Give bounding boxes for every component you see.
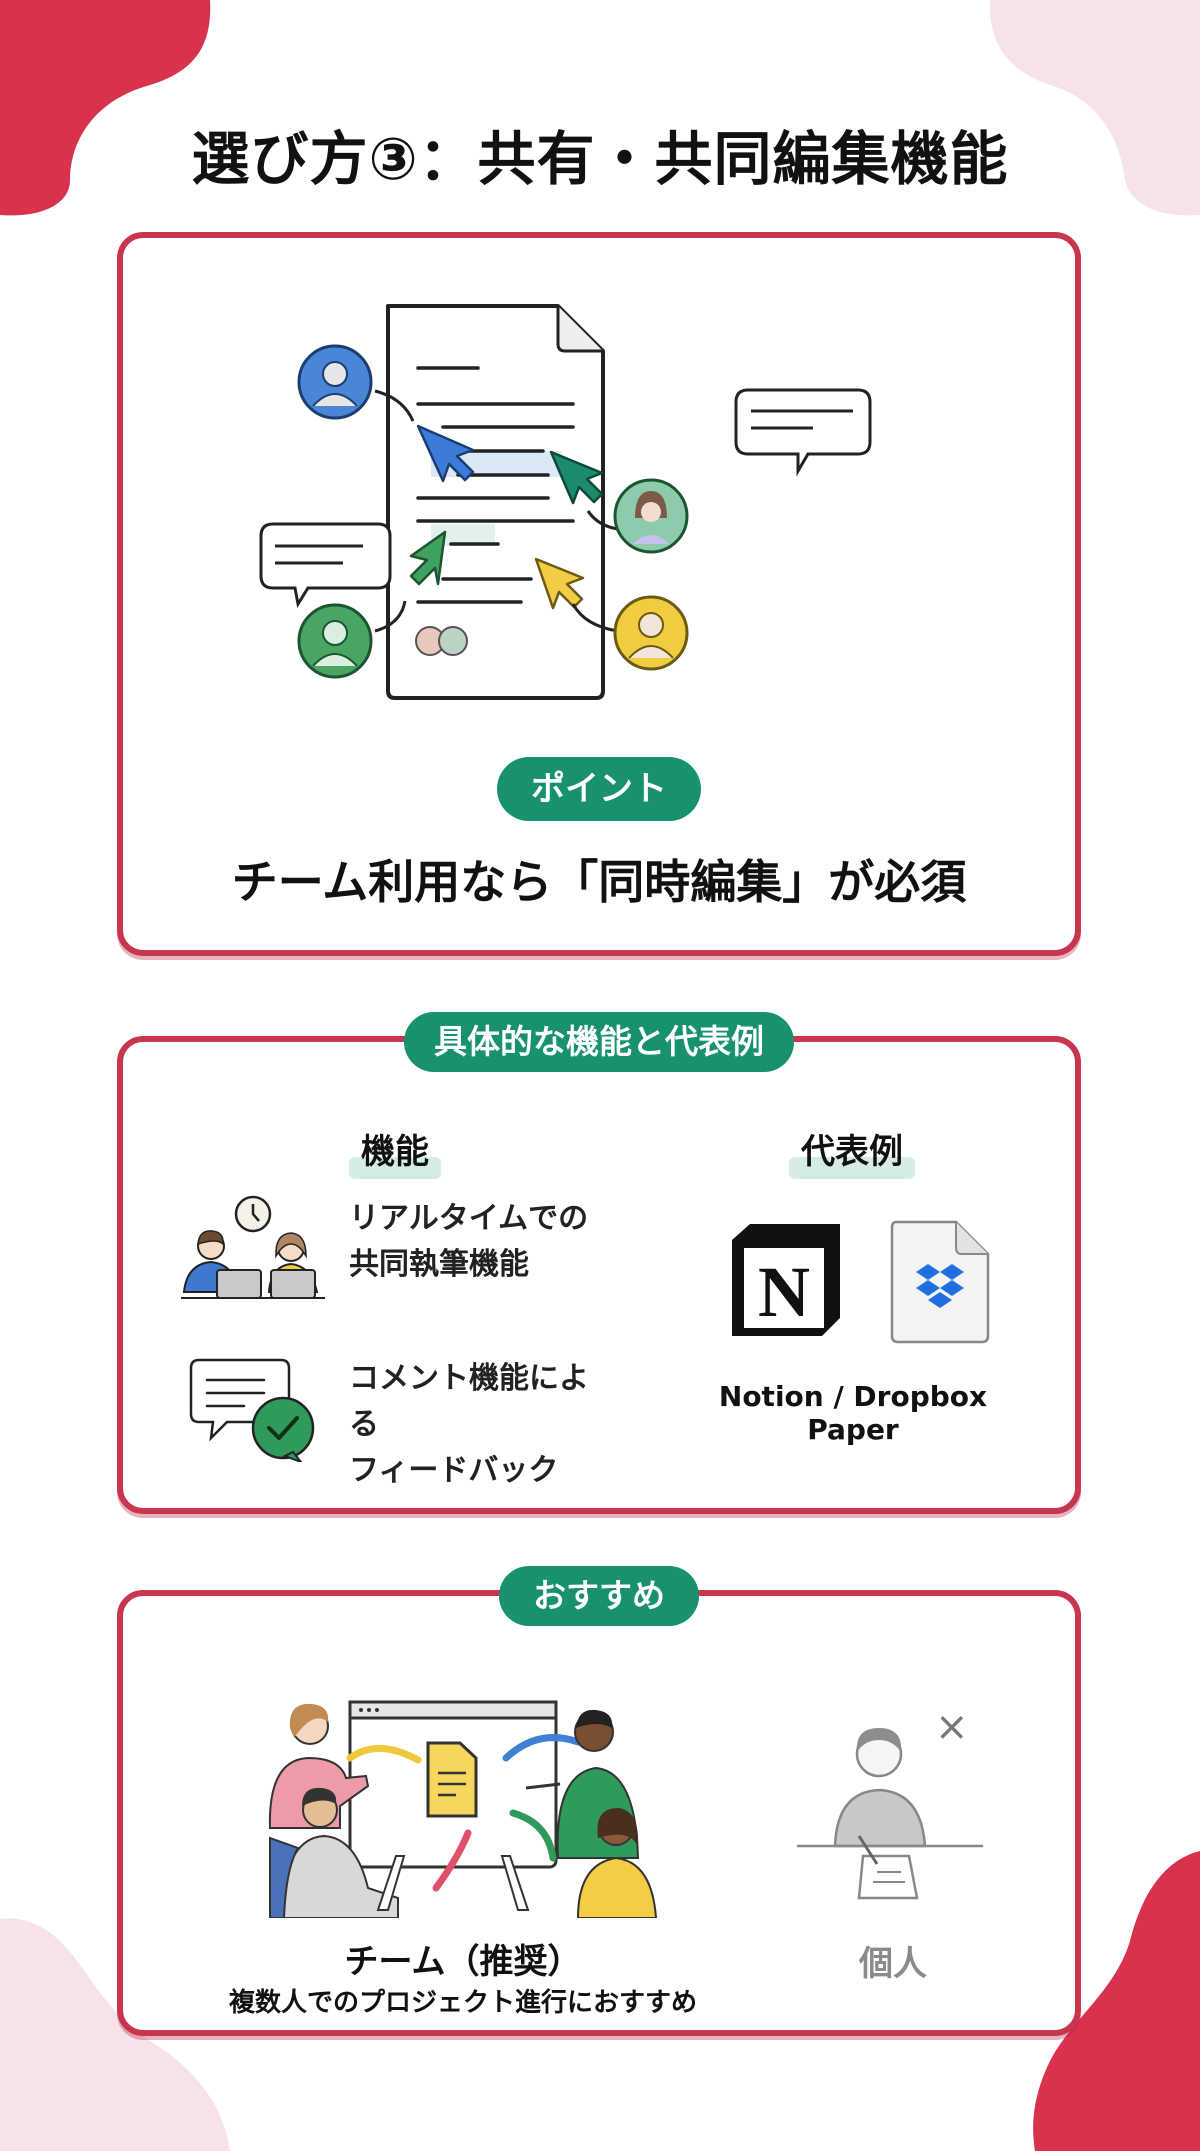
document-icon: [386, 304, 605, 700]
feature-1-line-1: リアルタイムでの: [349, 1201, 589, 1236]
team-description: 複数人でのプロジェクト進行におすすめ: [228, 1988, 697, 2018]
svg-text:N: N: [758, 1252, 810, 1332]
features-badge: 具体的な機能と代表例: [404, 1012, 794, 1072]
dropbox-paper-icon: [890, 1220, 990, 1344]
teal-cursor-icon: [549, 450, 604, 505]
features-heading: 機能: [349, 1124, 441, 1179]
feature-2-line-1: コメント機能による: [349, 1361, 589, 1442]
collaborative-document-illustration: [259, 304, 872, 700]
individual-illustration: [797, 1728, 983, 1900]
corner-blob-top-left: [0, 0, 211, 216]
features-card: 具体的な機能と代表例 機能 代表例 リアルタイムでの 共同執筆機能: [117, 1012, 1081, 1514]
avatar-green: [297, 603, 373, 679]
point-card: ポイント チーム利用なら「同時編集」が必須: [117, 232, 1081, 956]
team-label: チーム（推奨）: [344, 1942, 582, 1982]
examples-label: Notion / Dropbox Paper: [718, 1380, 988, 1446]
examples-heading: 代表例: [789, 1124, 915, 1179]
recommend-badge: おすすめ: [499, 1566, 699, 1626]
green-cursor-icon: [409, 530, 447, 586]
avatar-woman: [613, 478, 689, 554]
page-title: 選び方③：共有・共同編集機能: [191, 125, 1009, 193]
point-headline: チーム利用なら「同時編集」が必須: [231, 855, 967, 909]
feature-item-realtime: リアルタイムでの 共同執筆機能: [179, 1194, 599, 1304]
individual-label: 個人: [859, 1944, 927, 1984]
team-collaboration-illustration: [268, 1700, 658, 1918]
recommend-card: おすすめ チーム（推奨） 複数人でのプロジェクト進行におすすめ: [117, 1566, 1081, 2036]
corner-blob-bottom-left: [0, 1918, 230, 2151]
yellow-cursor-icon: [534, 557, 585, 610]
avatar-blue: [297, 344, 373, 420]
speech-bubble-left: [259, 522, 392, 609]
notion-logo-icon: N: [732, 1224, 840, 1336]
corner-blob-top-right: [989, 0, 1200, 216]
avatar-yellow: [613, 595, 689, 671]
point-badge: ポイント: [497, 757, 701, 821]
people-with-laptops-icon: [181, 1195, 325, 1299]
feature-2-line-2: フィードバック: [349, 1453, 559, 1488]
feature-item-comments: コメント機能による フィードバック: [179, 1352, 599, 1488]
feature-1-line-2: 共同執筆機能: [349, 1247, 529, 1282]
blue-cursor-icon: [416, 424, 475, 483]
individual-not-recommended-mark: ×: [935, 1704, 969, 1750]
speech-bubble-right: [734, 388, 872, 477]
corner-blob-bottom-right: [1033, 1851, 1200, 2151]
comment-check-icon: [189, 1358, 315, 1462]
